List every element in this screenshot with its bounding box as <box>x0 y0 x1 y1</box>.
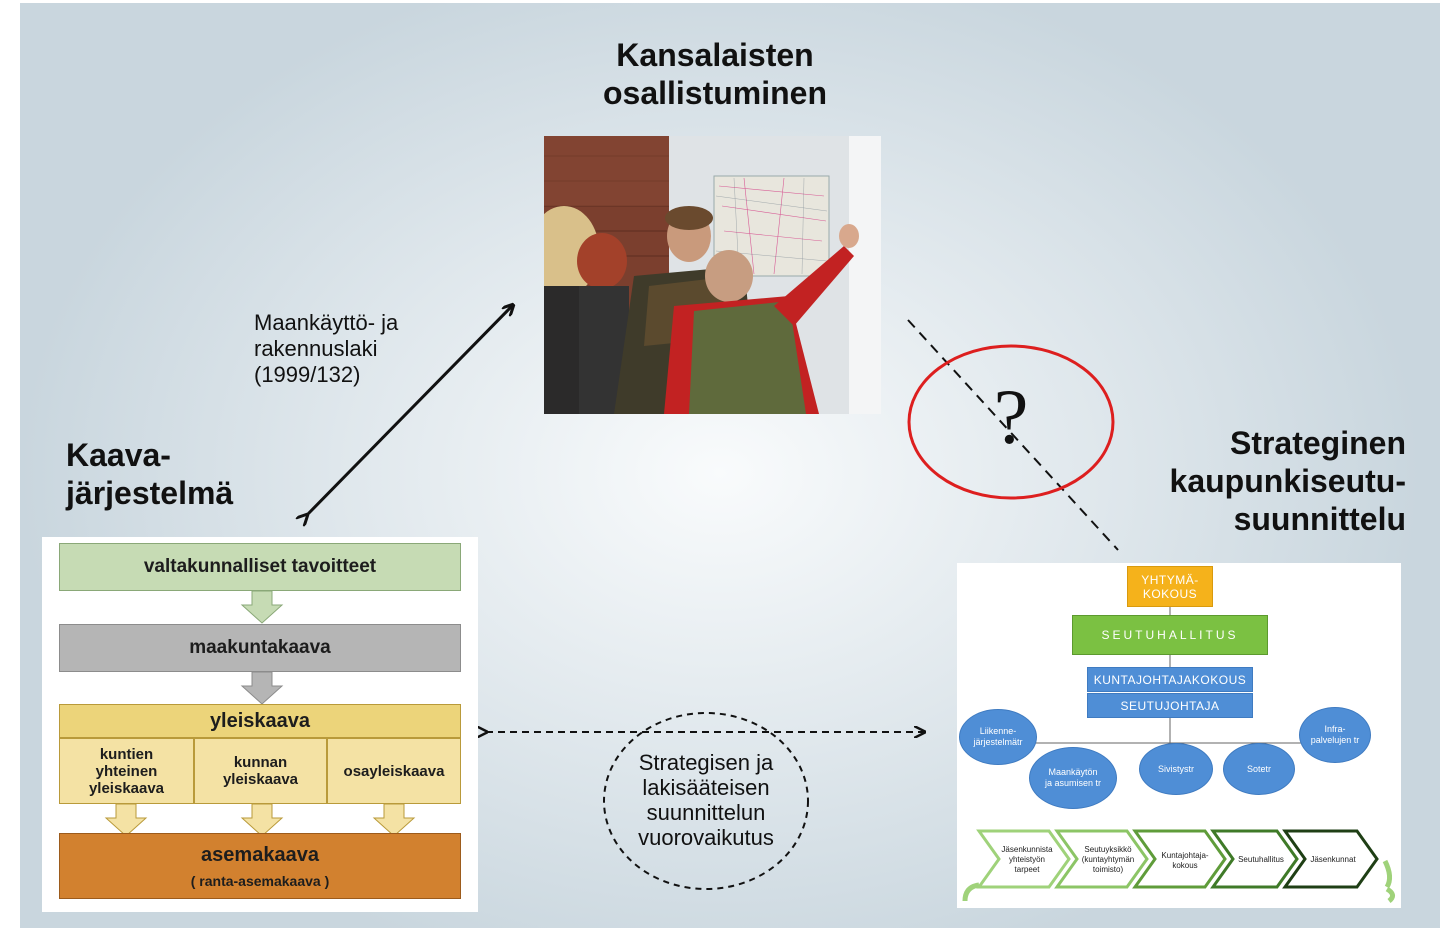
interaction-note-line: vuorovaikutus <box>638 825 774 850</box>
cloud-sote: Sotetr <box>1223 743 1295 795</box>
interaction-note-line: Strategisen ja <box>638 750 774 775</box>
box-asemakaava: asemakaava ( ranta-asemakaava ) <box>59 833 461 899</box>
cloud-maankaytto: Maankäytön ja asumisen tr <box>1029 747 1117 809</box>
interaction-note-line: suunnittelun <box>646 800 766 825</box>
box-label: kunnan yleiskaava <box>222 754 299 788</box>
heading-line: suunnittelu <box>1233 501 1406 537</box>
box-maakuntakaava: maakuntakaava <box>59 624 461 672</box>
process-step-4: Seutuhallitus <box>1238 855 1284 864</box>
arrow-down-icon <box>104 804 148 837</box>
box-label: valtakunnalliset tavoitteet <box>143 556 377 577</box>
process-chevrons <box>962 829 1395 903</box>
box-kunnan-yleiskaava: kunnan yleiskaava <box>194 738 327 804</box>
box-seutujohtaja: SEUTUJOHTAJA <box>1087 693 1253 718</box>
box-label: kuntien yhteinen yleiskaava <box>88 745 165 797</box>
heading-line: kaupunkiseutu- <box>1169 463 1406 499</box>
interaction-note-line: lakisääteisen <box>642 775 770 800</box>
box-osayleiskaava: osayleiskaava <box>327 738 461 804</box>
interaction-dashed-circle <box>603 712 809 890</box>
box-label: asemakaava <box>201 843 319 866</box>
cloud-label: Maankäytön ja asumisen tr <box>1044 767 1102 788</box>
red-question-circle <box>907 344 1115 500</box>
heading-line: järjestelmä <box>66 475 234 511</box>
cloud-label: Liikenne-järjestelmätr <box>973 726 1023 747</box>
process-step-2: Seutuyksikkö (kuntayhtymän toimisto) <box>1081 845 1135 874</box>
box-label: osayleiskaava <box>343 762 445 780</box>
heading-kansalaisten-osallistuminen: Kansalaisten osallistuminen <box>585 36 845 112</box>
box-label: SEUTUHALLITUS <box>1101 628 1239 642</box>
heading-line: Kansalaisten <box>616 37 814 73</box>
heading-line: Strateginen <box>1229 425 1406 461</box>
question-mark: ? <box>993 373 1029 460</box>
missing-link-dashed-line <box>907 319 1119 551</box>
arrow-down-icon <box>372 804 416 837</box>
heading-strateginen: Strateginen kaupunkiseutu- suunnittelu <box>1100 424 1406 538</box>
box-kuntajohtajakokous: KUNTAJOHTAJAKOKOUS <box>1087 667 1253 692</box>
process-step-1: Jäsenkunnista yhteistyön tarpeet <box>1001 845 1053 874</box>
box-valtakunnalliset-tavoitteet: valtakunnalliset tavoitteet <box>59 543 461 591</box>
cloud-label: Sotetr <box>1246 763 1271 774</box>
cloud-sivistys: Sivistystr <box>1139 743 1213 795</box>
box-label: KOKOUS <box>1142 586 1198 601</box>
arrow-down-icon <box>240 804 284 837</box>
heading-kaava-jarjestelma: Kaava- järjestelmä <box>66 436 306 512</box>
cloud-infra: Infra-palvelujen tr <box>1299 707 1371 763</box>
box-sublabel: ( ranta-asemakaava ) <box>190 872 330 889</box>
box-seutuhallitus: SEUTUHALLITUS <box>1072 615 1268 655</box>
box-kuntien-yhteinen-yleiskaava: kuntien yhteinen yleiskaava <box>59 738 194 804</box>
seutu-organisation-panel: YHTYMÄ- KOKOUS SEUTUHALLITUS KUNTAJOHTAJ… <box>957 563 1401 908</box>
box-yhtymakokous: YHTYMÄ- KOKOUS <box>1127 566 1213 607</box>
heading-line: Kaava- <box>66 437 171 473</box>
box-label: SEUTUJOHTAJA <box>1120 698 1220 713</box>
process-step-5: Jäsenkunnat <box>1310 855 1356 864</box>
box-label: YHTYMÄ- <box>1141 572 1199 587</box>
cloud-liikenne: Liikenne-järjestelmätr <box>959 709 1037 765</box>
citizens-photo <box>544 136 881 414</box>
arrow-down-icon <box>240 591 284 624</box>
arrow-down-icon <box>240 672 284 705</box>
heading-line: osallistuminen <box>602 75 828 111</box>
law-double-arrow <box>306 306 512 516</box>
interaction-note: Strategisen ja lakisääteisen suunnittelu… <box>606 750 806 850</box>
box-label: maakuntakaava <box>189 637 331 658</box>
cloud-label: Sivistystr <box>1158 763 1194 774</box>
cloud-label: Infra-palvelujen tr <box>1310 724 1360 745</box>
box-yleiskaava: yleiskaava <box>59 704 461 738</box>
kaava-hierarchy-panel: valtakunnalliset tavoitteet maakuntakaav… <box>42 537 478 912</box>
process-step-3: Kuntajohtaja-kokous <box>1161 851 1209 870</box>
box-label: yleiskaava <box>209 709 311 732</box>
box-label: KUNTAJOHTAJAKOKOUS <box>1093 672 1247 687</box>
